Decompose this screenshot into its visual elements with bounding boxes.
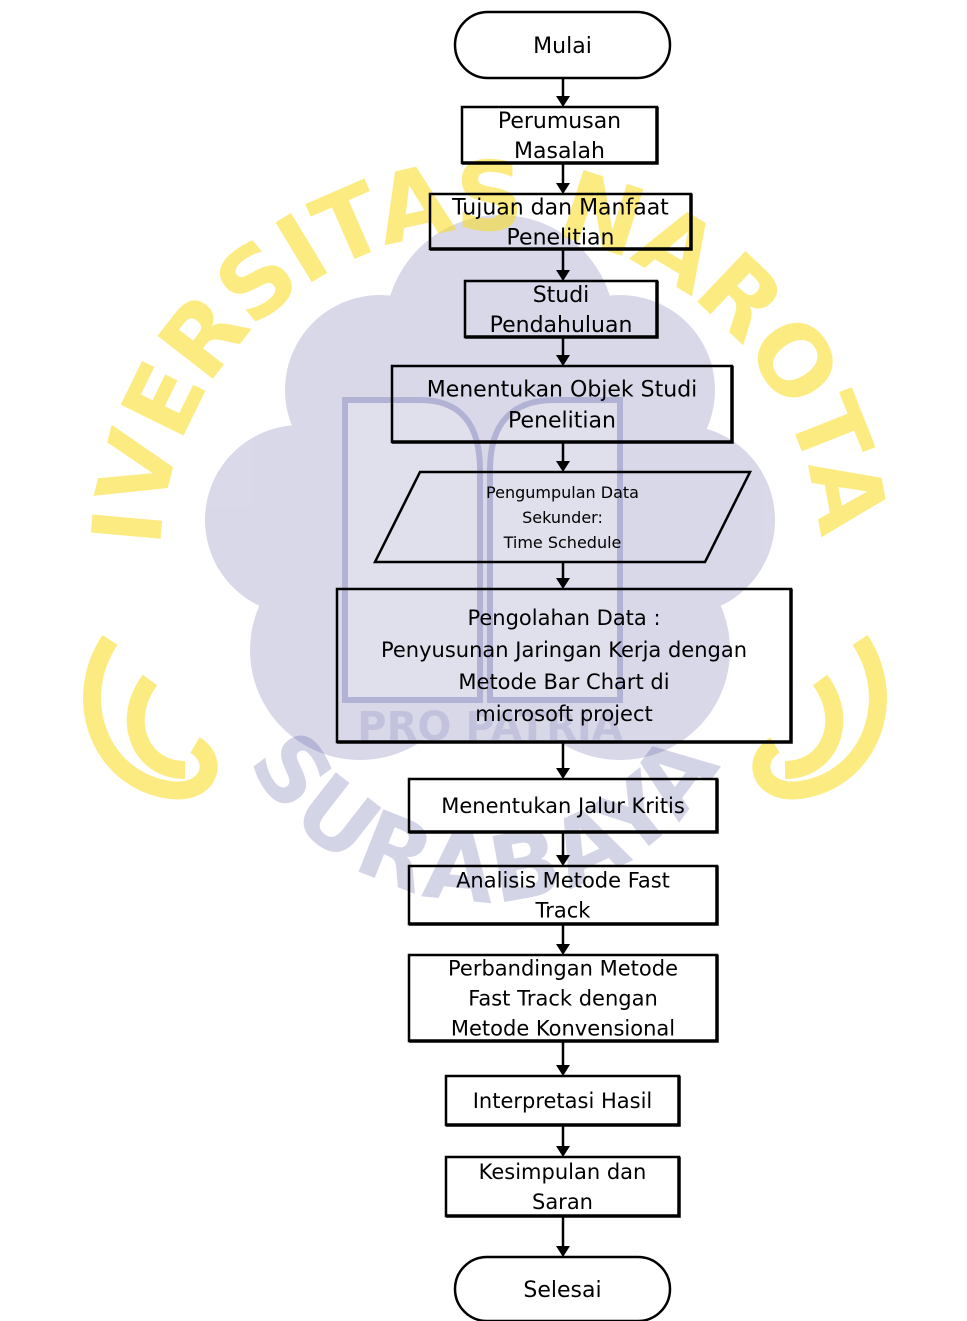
step-label: Mulai: [533, 34, 592, 59]
step-label: Metode Bar Chart di: [458, 670, 669, 694]
arrow-head: [556, 1246, 570, 1257]
step-label: Perbandingan Metode: [448, 957, 678, 981]
emblem-book-shape: [342, 397, 623, 703]
arrow-head: [556, 1065, 570, 1076]
process-box-edge: [462, 107, 659, 165]
step-label: Interpretasi Hasil: [473, 1089, 653, 1113]
arrow-head: [556, 355, 570, 366]
arrow-head: [556, 183, 570, 194]
flow-arrow: [556, 337, 570, 366]
process-box-edge: [409, 866, 719, 926]
step-label: Tujuan dan Manfaat: [451, 195, 669, 220]
arrow-head: [556, 855, 570, 866]
flow-arrow: [556, 442, 570, 472]
flow-arrow: [556, 249, 570, 281]
flow-arrow: [556, 562, 570, 589]
arrow-head: [556, 944, 570, 955]
step-label: Time Schedule: [503, 533, 622, 552]
step-label: Pengumpulan Data: [486, 483, 639, 502]
arrow-head: [556, 461, 570, 472]
process-box-edge: [337, 589, 793, 744]
step-label: Metode Konvensional: [451, 1017, 675, 1041]
process-box-edge: [446, 1076, 681, 1127]
step-label: Track: [535, 899, 592, 923]
step-label: Menentukan Jalur Kritis: [441, 794, 685, 818]
arrow-head: [556, 578, 570, 589]
step-label: Fast Track dengan: [468, 987, 658, 1011]
data-parallelogram: [372, 470, 753, 564]
flow-arrow: [556, 1041, 570, 1076]
step-label: Masalah: [514, 139, 605, 164]
step-label: microsoft project: [475, 702, 652, 726]
flow-step-pengolahan-data: Pengolahan Data : Penyusunan Jaringan Ker…: [335, 587, 793, 744]
process-box-edge: [409, 779, 719, 834]
step-label: Kesimpulan dan: [479, 1160, 647, 1184]
flow-arrow: [556, 924, 570, 955]
process-box-edge: [409, 955, 719, 1043]
flow-step-jalur-kritis: Menentukan Jalur Kritis: [407, 777, 719, 834]
flow-arrow: [556, 742, 570, 779]
step-label: Penelitian: [507, 225, 615, 250]
step-label: Penelitian: [508, 408, 616, 433]
flow-step-mulai: Mulai: [453, 10, 672, 80]
flow-step-interpretasi: Interpretasi Hasil: [444, 1074, 681, 1127]
flow-arrow: [556, 1216, 570, 1257]
arrow-head: [556, 1146, 570, 1157]
step-label: Analisis Metode Fast: [456, 869, 670, 893]
arrow-head: [556, 270, 570, 281]
step-label: Sekunder:: [522, 508, 603, 527]
step-label: Selesai: [523, 1278, 601, 1303]
process-box-edge: [446, 1157, 681, 1218]
step-label: Studi: [533, 283, 590, 308]
flow-arrow: [556, 78, 570, 107]
flow-step-selesai: Selesai: [453, 1255, 672, 1321]
process-box-edge: [430, 194, 693, 251]
arrow-head: [556, 96, 570, 107]
flow-arrow: [556, 163, 570, 194]
process-box-edge: [465, 281, 659, 339]
terminator-shape: [453, 1255, 672, 1321]
flow-arrow: [556, 832, 570, 866]
step-label: Pendahuluan: [490, 313, 633, 338]
step-label: Perumusan: [498, 109, 621, 134]
step-label: Penyusunan Jaringan Kerja dengan: [381, 638, 747, 662]
step-label: Menentukan Objek Studi: [427, 377, 698, 402]
process-box-edge: [392, 366, 734, 444]
arrow-head: [556, 768, 570, 779]
step-label: Saran: [532, 1190, 593, 1214]
step-label: Pengolahan Data :: [467, 606, 660, 630]
watermark-swirls: [83, 635, 887, 800]
emblem-shape: [205, 215, 775, 760]
flow-arrow: [556, 1125, 570, 1157]
